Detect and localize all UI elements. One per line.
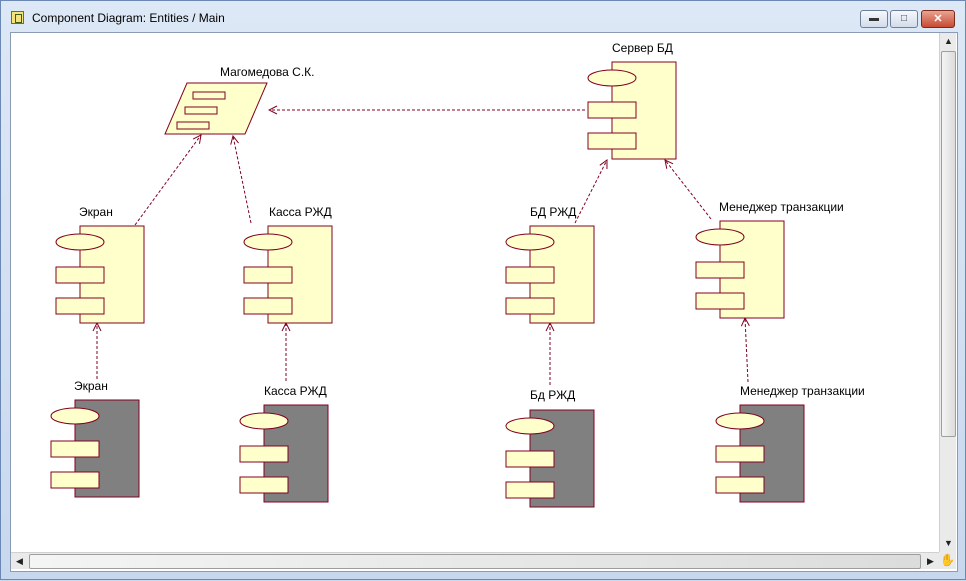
implementation-label: Бд РЖД	[530, 388, 575, 402]
component-tab	[505, 266, 555, 284]
component-tab	[55, 266, 105, 284]
implementation-tab	[505, 481, 555, 499]
implementation-tab	[239, 445, 289, 463]
component-tab	[695, 261, 745, 279]
component-label: Экран	[79, 205, 113, 219]
horizontal-scrollbar[interactable]: ◀ ▶	[11, 552, 939, 569]
minimize-button[interactable]: ▬	[860, 10, 888, 28]
component-label: Сервер БД	[612, 41, 673, 55]
implementation-tab	[715, 445, 765, 463]
subsystem-bar	[176, 121, 210, 130]
subsystem-label: Магомедова С.К.	[220, 65, 315, 79]
close-button[interactable]: ✕	[921, 10, 955, 28]
dependency-screen-to-magomedova[interactable]	[134, 135, 201, 226]
component-port	[243, 233, 293, 251]
component-tab	[587, 132, 637, 150]
implementation-screen[interactable]: Экран	[50, 379, 140, 498]
maximize-button[interactable]: □	[890, 10, 918, 28]
title-bar[interactable]: Component Diagram: Entities / Main ▬ □ ✕	[1, 1, 965, 31]
implementation-port	[505, 417, 555, 435]
component-manager[interactable]: Менеджер транзакции	[695, 200, 844, 319]
component-port	[587, 69, 637, 87]
component-tab	[243, 297, 293, 315]
implementation-kassa[interactable]: Касса РЖД	[239, 384, 329, 503]
vertical-scrollbar[interactable]: ▲ ▼	[939, 33, 956, 552]
implementation-tab	[505, 450, 555, 468]
implementation-port	[50, 407, 100, 425]
component-tab	[505, 297, 555, 315]
component-label: Касса РЖД	[269, 205, 332, 219]
dependency-kassa-to-magomedova[interactable]	[233, 136, 252, 224]
scroll-left-arrow-icon[interactable]: ◀	[16, 556, 23, 566]
implementation-tab	[239, 476, 289, 494]
hand-icon[interactable]: ✋	[939, 552, 956, 569]
scroll-down-arrow-icon[interactable]: ▼	[944, 538, 953, 548]
subsystem-magomedova[interactable]: Магомедова С.К.	[164, 65, 315, 135]
component-kassa[interactable]: Касса РЖД	[243, 205, 333, 324]
scroll-right-arrow-icon[interactable]: ▶	[927, 556, 934, 566]
dependency-arrows	[97, 110, 748, 385]
implementation-label: Менеджер транзакции	[740, 384, 865, 398]
dependency-manager-to-server-db[interactable]	[665, 160, 712, 220]
implementation-tab	[50, 440, 100, 458]
component-bd-rzhd[interactable]: БД РЖД	[505, 205, 595, 324]
horizontal-scroll-thumb[interactable]	[29, 554, 921, 569]
subsystem-bar	[192, 91, 226, 100]
implementation-manager[interactable]: Менеджер транзакции	[715, 384, 865, 503]
component-port	[505, 233, 555, 251]
dependency-manager-impl-to-manager[interactable]	[745, 318, 748, 383]
implementation-tab	[715, 476, 765, 494]
implementation-label: Экран	[74, 379, 108, 393]
implementation-port	[715, 412, 765, 430]
implementation-bd-rzhd[interactable]: Бд РЖД	[505, 388, 595, 508]
implementation-label: Касса РЖД	[264, 384, 327, 398]
window-title: Component Diagram: Entities / Main	[32, 11, 225, 25]
component-label: БД РЖД	[530, 205, 576, 219]
subsystem-bar	[184, 106, 218, 115]
component-port	[695, 228, 745, 246]
scroll-up-arrow-icon[interactable]: ▲	[944, 36, 953, 46]
component-tab	[695, 292, 745, 310]
component-label: Менеджер транзакции	[719, 200, 844, 214]
implementation-tab	[50, 471, 100, 489]
component-tab	[587, 101, 637, 119]
dependency-bd-rzhd-to-server-db[interactable]	[574, 160, 607, 224]
vertical-scroll-thumb[interactable]	[941, 51, 956, 437]
implementation-port	[239, 412, 289, 430]
component-server-db[interactable]: Сервер БД	[587, 41, 677, 160]
component-screen[interactable]: Экран	[55, 205, 145, 324]
component-diagram-icon[interactable]	[11, 11, 24, 24]
component-port	[55, 233, 105, 251]
component-tab	[243, 266, 293, 284]
component-tab	[55, 297, 105, 315]
